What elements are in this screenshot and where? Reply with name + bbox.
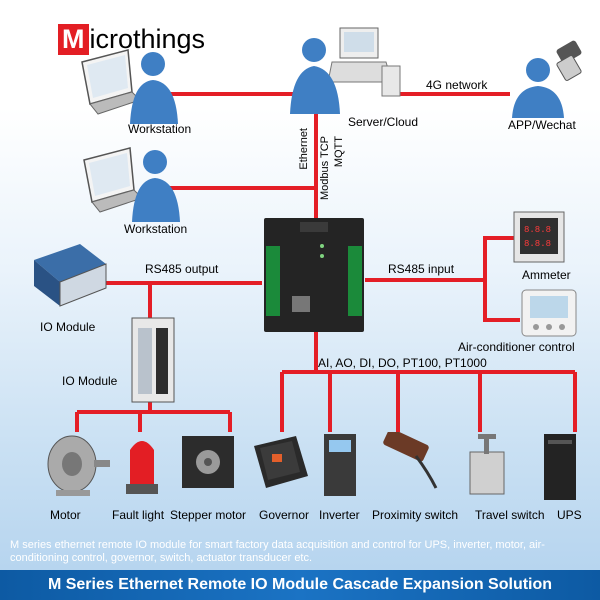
label-rs485-output: RS485 output (145, 262, 219, 276)
io-module-2-icon (131, 317, 175, 403)
ammeter-icon: 8.8.8 8.8.8 (513, 211, 565, 263)
label-aircon: Air-conditioner control (458, 340, 575, 354)
svg-text:8.8.8: 8.8.8 (524, 225, 551, 235)
label-device-fault-light: Fault light (112, 508, 165, 522)
label-modbus: Modbus TCP (319, 136, 331, 200)
label-io-types: AI, AO, DI, DO, PT100, PT1000 (318, 356, 487, 370)
travel-switch-icon (469, 434, 505, 495)
svg-text:8.8.8: 8.8.8 (524, 239, 551, 249)
io-module-1-icon (34, 244, 107, 307)
fault-light-icon (126, 441, 158, 494)
ups-icon (544, 434, 576, 500)
workstation-top-icon (81, 49, 178, 124)
label-device-proximity-switch: Proximity switch (372, 508, 459, 522)
label-app: APP/Wechat (508, 118, 576, 132)
governor-icon (254, 436, 308, 488)
banner-title: M Series Ethernet Remote IO Module Casca… (0, 570, 600, 600)
label-4g-network: 4G network (426, 78, 488, 92)
proximity-switch-icon (383, 432, 438, 489)
label-server: Server/Cloud (348, 115, 419, 129)
label-io-module-2: IO Module (62, 374, 118, 388)
app-user-icon (512, 40, 582, 118)
stepper-motor-icon (182, 436, 234, 488)
label-mqtt: MQTT (333, 136, 345, 168)
workstation-mid-icon (83, 147, 180, 222)
central-io-module-icon (264, 218, 364, 332)
label-device-ups: UPS (557, 508, 582, 522)
label-workstation-top: Workstation (128, 122, 192, 136)
motor-icon (47, 435, 110, 496)
caption-text: M series ethernet remote IO module for s… (10, 539, 545, 564)
label-rs485-input: RS485 input (388, 262, 455, 276)
label-workstation-mid: Workstation (124, 222, 188, 236)
inverter-icon (324, 434, 356, 496)
label-io-module-1: IO Module (40, 320, 96, 334)
label-device-governor: Governor (259, 508, 310, 522)
label-device-travel-switch: Travel switch (475, 508, 545, 522)
aircon-control-icon (521, 289, 577, 337)
label-ammeter: Ammeter (522, 268, 571, 282)
label-device-stepper-motor: Stepper motor (170, 508, 247, 522)
label-device-inverter: Inverter (319, 508, 360, 522)
server-icon (290, 27, 401, 114)
label-ethernet: Ethernet (298, 128, 310, 170)
label-device-motor: Motor (50, 508, 81, 522)
